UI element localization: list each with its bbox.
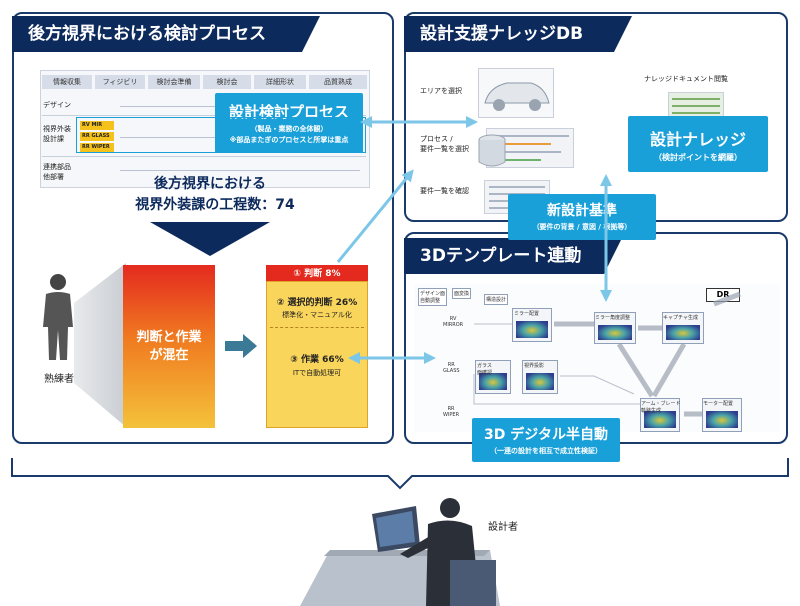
designer-label: 設計者	[488, 522, 518, 533]
design-knowledge-title: 設計ナレッジ	[649, 130, 746, 149]
process-step-1: 情報収集	[42, 75, 92, 89]
new-standard-box: 新設計基準 （要件の背景 / 意図 / 根拠等）	[508, 194, 656, 240]
row-divider	[42, 115, 366, 116]
glass-node	[475, 360, 511, 394]
new-standard-sub: （要件の背景 / 意図 / 根拠等）	[532, 223, 632, 231]
node-label-capture: キャプチャ生成	[663, 315, 698, 321]
summary-line-2: 視界外装課の工程数：74	[135, 197, 295, 213]
template-top-label-1: デザイン面 自動調整	[418, 288, 448, 306]
design-review-process-sub2: ※部品またぎのプロセスと所掌は重点	[229, 136, 349, 144]
row-label-mirror: RV MIRROR	[443, 316, 464, 328]
process-step-3: 検討会準備	[148, 75, 200, 89]
review-process-title: 後方視界における検討プロセス	[12, 16, 320, 52]
new-standard-title: 新設計基準	[547, 203, 617, 219]
semi-auto-title: 3D デジタル半自動	[484, 427, 608, 443]
flow-arrows	[473, 291, 741, 417]
wiper-arm-node	[640, 398, 680, 432]
selective-title: ② 選択的判断 26%	[276, 298, 358, 308]
row-partner: 連携部品 他部署	[43, 163, 71, 181]
node-label-wiper-arm: アーム・ブレード 軌跡生成	[641, 401, 681, 414]
template-top-label-3: 構造設計	[484, 294, 509, 305]
template-top-label-2: 面変換	[452, 288, 472, 299]
knowledge-db-title: 設計支援ナレッジDB	[404, 16, 632, 52]
semi-auto-sub: （一連の設計を相互で成立性検証）	[490, 447, 602, 455]
process-step-5: 詳細形状	[254, 75, 306, 89]
summary-line-1: 後方視界における	[154, 176, 266, 192]
mixed-block	[123, 265, 215, 428]
car-icon	[484, 82, 550, 111]
process-step-2: フィジビリ	[95, 75, 145, 89]
down-arrow-icon	[150, 222, 270, 256]
chip-rr-wiper: RR WIPER	[80, 143, 114, 152]
area-label: エリアを選択	[420, 87, 462, 95]
doc-label: ナレッジドキュメント閲覧	[644, 75, 728, 83]
projection-node	[522, 360, 558, 394]
process-step-4: 検討会	[203, 75, 251, 89]
flow-line	[120, 137, 215, 138]
flow-line	[120, 106, 215, 107]
node-label-mirror-placement: ミラー配置	[514, 311, 540, 317]
row-visibility: 視界外装 設計課	[43, 125, 71, 143]
database-icon	[478, 134, 506, 167]
design-knowledge-box: 設計ナレッジ （検討ポイントを網羅）	[628, 116, 768, 172]
selective-sub: 標準化・マニュアル化	[282, 311, 352, 319]
mixed-line-1: 判断と作業	[136, 330, 202, 345]
judgement-label: ① 判断 8%	[293, 269, 341, 279]
chip-rv-mir: RV MIR	[80, 121, 114, 130]
work-sub: ITで自動処理可	[292, 369, 342, 377]
breakdown-divider	[270, 327, 364, 328]
judgement-bar	[266, 265, 368, 281]
expert-person-icon	[43, 274, 73, 360]
row-design: デザイン	[43, 101, 71, 109]
mixed-line-2: が混在	[149, 348, 189, 363]
node-label-motor: モーター配置	[703, 401, 734, 407]
mirror-angle-node	[594, 312, 636, 344]
design-review-process-sub1: （製品・業務の全体観）	[250, 125, 328, 133]
process-highlight-frame	[76, 117, 366, 153]
chip-rr-glass: RR GLASS	[80, 132, 114, 141]
semi-auto-box: 3D デジタル半自動 （一連の設計を相互で成立性検証）	[472, 418, 620, 462]
light-beam	[74, 263, 126, 427]
mirror-placement-node	[512, 308, 552, 342]
work-title: ③ 作業 66%	[290, 355, 344, 365]
flow-line	[120, 170, 360, 171]
row-label-wiper: RR WIPER	[443, 406, 460, 418]
design-review-process-title: 設計検討プロセス	[228, 103, 349, 121]
confirm-label: 要件一覧を確認	[420, 187, 469, 195]
right-arrow-icon	[225, 334, 257, 358]
row-divider	[42, 156, 366, 157]
process-select-label: プロセス / 要件一覧を選択	[420, 135, 469, 153]
node-label-mirror-angle: ミラー角度調整	[595, 315, 631, 321]
car-selector-image	[478, 68, 554, 118]
motor-node	[702, 398, 742, 432]
design-knowledge-sub: （検討ポイントを網羅）	[654, 153, 742, 162]
process-step-6: 品質熟成	[309, 75, 367, 89]
node-label-projection: 視界投影	[524, 363, 545, 369]
designer-at-desk-icon	[300, 498, 500, 606]
design-review-process-box: 設計検討プロセス （製品・業務の全体観） ※部品またぎのプロセスと所掌は重点	[215, 93, 363, 153]
expert-label: 熟練者	[44, 374, 74, 385]
node-label-glass: ガラス 面確認	[477, 363, 493, 376]
row-label-glass: RR GLASS	[443, 362, 460, 374]
